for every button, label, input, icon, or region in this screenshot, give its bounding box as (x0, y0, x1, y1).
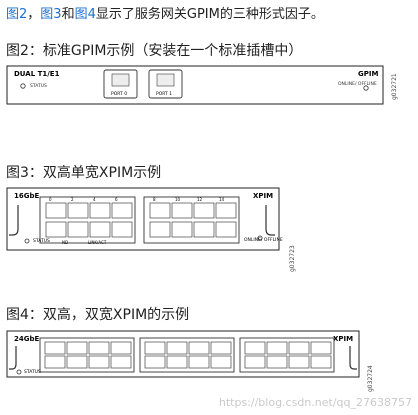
fig2-card: DUAL T1/E1 GPIM STATUS PORT 0 PORT 1 ONL… (6, 65, 398, 105)
fig3-card-title-left: 16GbE (14, 192, 39, 200)
fig3-port[interactable] (193, 202, 215, 219)
fig4-ports (44, 341, 332, 369)
fig3-port-num: 4 (93, 197, 96, 202)
fig3-port[interactable] (149, 221, 171, 238)
fig3-port[interactable] (67, 221, 89, 238)
fig2-status-label: STATUS (30, 83, 47, 89)
fig3-port[interactable] (89, 202, 111, 219)
fig3-card-title-right: XPIM (253, 192, 273, 200)
fig3-ports (45, 202, 237, 238)
fig4-port[interactable] (266, 341, 288, 355)
fig3-port-num: 0 (49, 197, 52, 202)
fig3-port-num: 8 (153, 197, 156, 202)
fig3-port[interactable] (45, 202, 67, 219)
fig2-port1-label: PORT 1 (156, 91, 172, 97)
fig4-port[interactable] (288, 355, 310, 369)
fig3-port[interactable] (45, 221, 67, 238)
fig2-online-label: ONLINE/ OFFLINE (338, 81, 377, 87)
fig3-port[interactable] (111, 221, 133, 238)
fig4-port[interactable] (244, 355, 266, 369)
fig4-port[interactable] (88, 355, 110, 369)
fig4-port[interactable] (244, 341, 266, 355)
fig3-caption: 图3：双高单宽XPIM示例 (6, 165, 162, 181)
fig4-port[interactable] (110, 355, 132, 369)
fig3-port-num: 6 (115, 197, 118, 202)
fig3-port[interactable] (171, 202, 193, 219)
fig2-caption: 图2：标准GPIM示例（安装在一个标准插槽中） (6, 43, 303, 59)
fig3-port[interactable] (193, 221, 215, 238)
fig4-port[interactable] (110, 341, 132, 355)
fig4-card: 24GbE XPIM (6, 330, 374, 392)
fig3-small-label-1: LINK/ACT (88, 240, 107, 245)
fig4-link[interactable]: 图4 (74, 7, 96, 22)
fig4-port[interactable] (188, 355, 210, 369)
fig2-figure-id: g032721 (391, 73, 398, 100)
fig3-port-num: 10 (175, 197, 181, 202)
fig3-port[interactable] (215, 202, 237, 219)
fig3-small-label-0: ND (62, 240, 68, 245)
fig3-link[interactable]: 图3 (40, 7, 62, 22)
fig3-port-num: 14 (219, 197, 225, 202)
fig4-port[interactable] (266, 355, 288, 369)
fig3-online-label: ONLINE/ OFFLINE (244, 237, 283, 243)
fig4-port[interactable] (310, 355, 332, 369)
intro-rest: 显示了服务网关GPIM的三种形式因子。 (95, 7, 324, 22)
fig2-port0-socket (111, 73, 130, 87)
fig2-card-title-right: GPIM (358, 70, 378, 78)
fig4-right-ejector (349, 346, 357, 370)
fig3-port[interactable] (215, 221, 237, 238)
fig4-status-label: STATUS (24, 369, 41, 375)
fig3-port-num: 12 (197, 197, 203, 202)
fig4-port[interactable] (44, 355, 66, 369)
fig3-right-ejector (265, 205, 275, 236)
fig4-port[interactable] (210, 341, 232, 355)
fig3-port[interactable] (111, 202, 133, 219)
fig3-online-led (257, 235, 263, 241)
fig4-port[interactable] (310, 341, 332, 355)
fig2-status-led (20, 83, 26, 89)
fig4-port[interactable] (44, 341, 66, 355)
fig4-status-led (16, 369, 22, 375)
fig3-port[interactable] (67, 202, 89, 219)
fig4-card-title-left: 24GbE (14, 335, 39, 343)
watermark: https://blog.csdn.net/qq_27638757 (218, 396, 412, 409)
fig4-port[interactable] (66, 341, 88, 355)
intro-sep-1: ， (27, 7, 41, 22)
fig4-port[interactable] (210, 355, 232, 369)
fig4-card-title-right: XPIM (333, 335, 353, 343)
fig4-port[interactable] (288, 341, 310, 355)
fig4-port[interactable] (166, 341, 188, 355)
fig3-port[interactable] (89, 221, 111, 238)
intro-paragraph: 图2，图3和图4显示了服务网关GPIM的三种形式因子。 (6, 7, 324, 23)
fig4-caption: 图4：双高，双宽XPIM的示例 (6, 307, 190, 323)
fig4-port[interactable] (188, 341, 210, 355)
fig4-port[interactable] (144, 341, 166, 355)
fig4-port[interactable] (144, 355, 166, 369)
fig2-card-title-left: DUAL T1/E1 (14, 70, 60, 78)
fig3-port[interactable] (171, 221, 193, 238)
fig3-port[interactable] (149, 202, 171, 219)
fig4-port[interactable] (88, 341, 110, 355)
fig4-port[interactable] (66, 355, 88, 369)
fig2-link[interactable]: 图2 (6, 7, 28, 22)
fig3-status-label: STATUS (33, 238, 50, 244)
fig3-card: 16GbE XPIM (6, 187, 296, 272)
fig4-port[interactable] (166, 355, 188, 369)
fig2-port1-socket (156, 73, 175, 87)
fig3-port-num: 2 (71, 197, 74, 202)
fig3-left-ejector (9, 205, 19, 236)
fig4-figure-id: g032724 (367, 365, 374, 392)
fig2-port0-label: PORT 0 (111, 91, 127, 97)
fig3-status-led (24, 238, 30, 244)
intro-and: 和 (61, 7, 75, 22)
fig4-left-ejector (9, 346, 17, 370)
fig2-online-led (363, 85, 369, 91)
fig3-figure-id: g032723 (289, 245, 296, 272)
